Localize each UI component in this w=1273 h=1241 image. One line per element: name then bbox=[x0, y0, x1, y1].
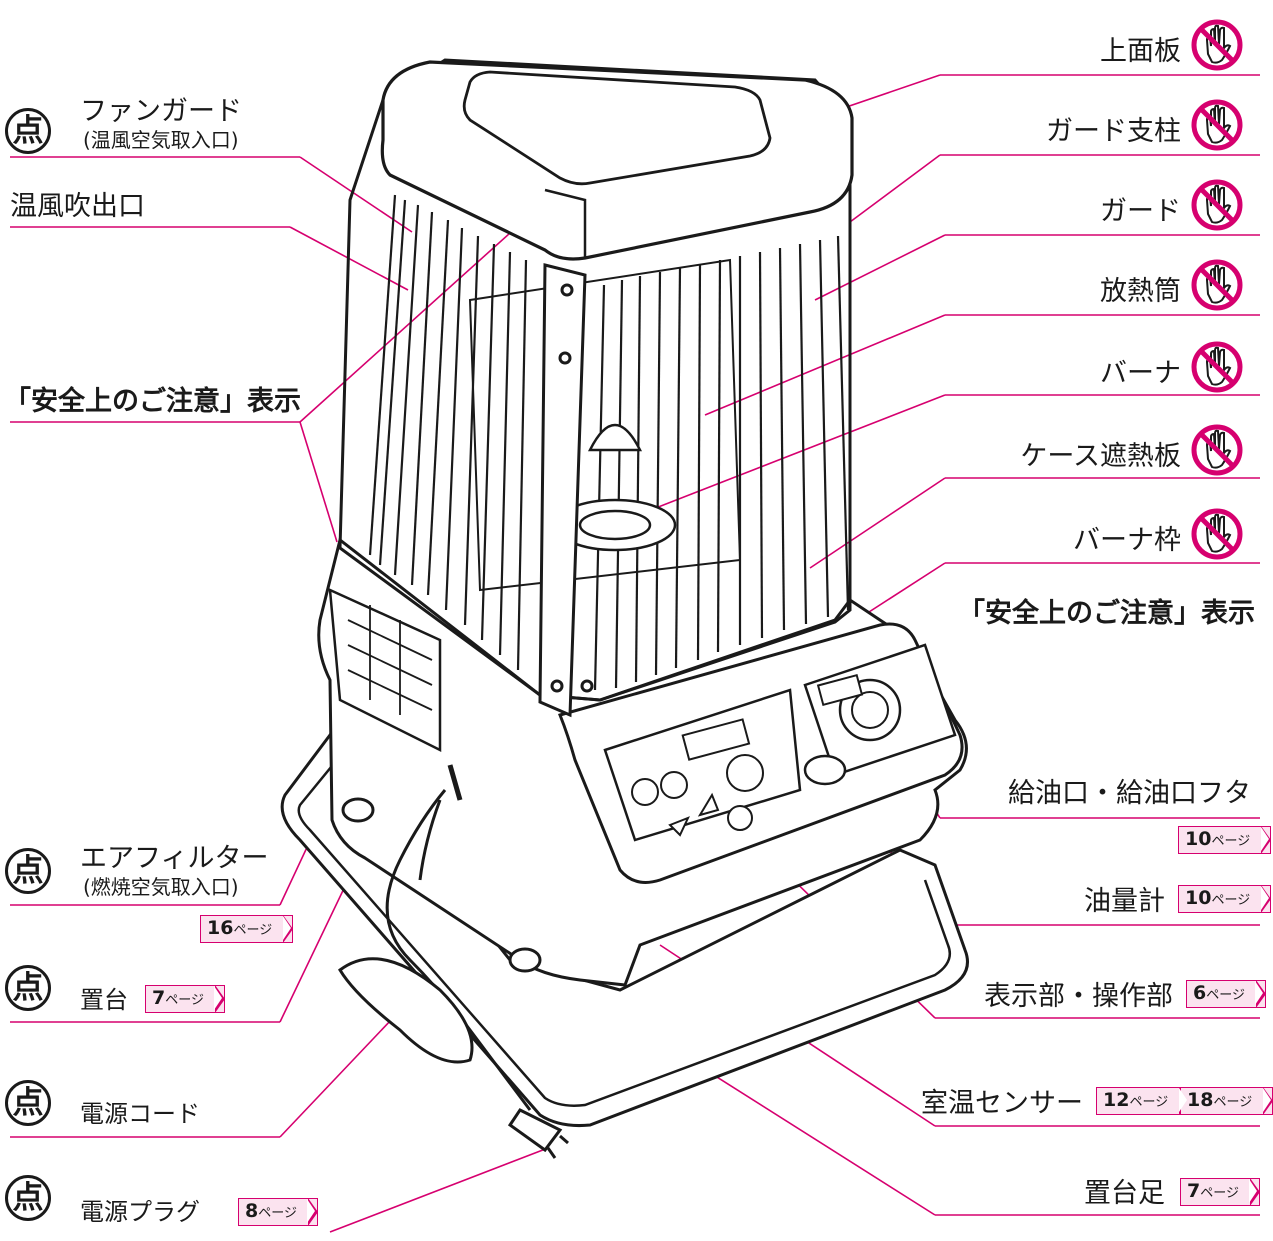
label-room-sensor: 室温センサー bbox=[921, 1088, 1083, 1119]
page-ref-suffix: ページ bbox=[1211, 834, 1251, 849]
page-ref-suffix: ページ bbox=[1129, 1095, 1169, 1110]
inspect-badge-icon: 点 bbox=[5, 1175, 51, 1221]
label-stand: 置台 bbox=[80, 986, 128, 1014]
no-touch-hand-icon bbox=[1191, 508, 1243, 560]
label-fan-guard: ファンガード bbox=[80, 96, 242, 127]
page-ref-number: 12 bbox=[1103, 1089, 1130, 1111]
label-oil-gauge: 油量計 bbox=[1084, 886, 1165, 917]
page-ref-number: 10 bbox=[1185, 828, 1212, 850]
page-ref-fuel-inlet[interactable]: 10ページ bbox=[1178, 825, 1272, 854]
inspect-badge-icon: 点 bbox=[5, 848, 51, 894]
label-top-plate: 上面板 bbox=[1100, 36, 1181, 67]
page-ref-power-plug[interactable]: 8ページ bbox=[238, 1197, 318, 1226]
label-safety-notice-right: 「安全上のご注意」表示 bbox=[958, 598, 1255, 629]
label-power-cord: 電源コード bbox=[80, 1100, 200, 1128]
page-ref-air-filter[interactable]: 16ページ bbox=[200, 914, 294, 943]
page-ref-number: 16 bbox=[207, 917, 234, 939]
page-ref-suffix: ページ bbox=[1206, 988, 1245, 1003]
label-radiator-tube: 放熱筒 bbox=[1100, 276, 1181, 307]
page-ref-suffix: ページ bbox=[1200, 1186, 1239, 1201]
label-safety-notice-left: 「安全上のご注意」表示 bbox=[4, 386, 301, 417]
page-ref-number: 7 bbox=[152, 987, 166, 1009]
label-fan-guard-sub: (温風空気取入口) bbox=[83, 128, 239, 152]
no-touch-hand-icon bbox=[1191, 424, 1243, 476]
label-air-filter-sub: (燃焼空気取入口) bbox=[83, 875, 239, 899]
label-burner-frame: バーナ枠 bbox=[1073, 525, 1181, 556]
page-ref-number: 6 bbox=[1193, 982, 1207, 1004]
page-ref-stand[interactable]: 7ページ bbox=[145, 984, 225, 1013]
no-touch-hand-icon bbox=[1191, 259, 1243, 311]
page-ref-suffix: ページ bbox=[1213, 1095, 1253, 1110]
label-burner: バーナ bbox=[1100, 358, 1181, 389]
inspect-badge-icon: 点 bbox=[5, 1080, 51, 1126]
page-ref-room-sensor-1[interactable]: 12ページ bbox=[1096, 1086, 1190, 1115]
page-ref-suffix: ページ bbox=[258, 1206, 297, 1221]
page-ref-display-panel[interactable]: 6ページ bbox=[1186, 979, 1266, 1008]
label-fuel-inlet: 給油口・給油口フタ bbox=[1008, 778, 1251, 809]
label-guard: ガード bbox=[1100, 196, 1181, 227]
no-touch-hand-icon bbox=[1191, 19, 1243, 71]
label-guard-post: ガード支柱 bbox=[1046, 116, 1181, 147]
no-touch-hand-icon bbox=[1191, 341, 1243, 393]
page-ref-number: 18 bbox=[1187, 1089, 1214, 1111]
page-ref-suffix: ページ bbox=[1211, 893, 1251, 908]
no-touch-hand-icon bbox=[1191, 179, 1243, 231]
page-ref-number: 8 bbox=[245, 1200, 259, 1222]
page-ref-suffix: ページ bbox=[233, 923, 273, 938]
page-ref-room-sensor-2[interactable]: 18ページ bbox=[1180, 1086, 1273, 1115]
page-ref-number: 10 bbox=[1185, 887, 1212, 909]
inspect-badge-icon: 点 bbox=[5, 108, 51, 154]
label-air-filter: エアフィルター bbox=[80, 843, 269, 874]
inspect-badge-icon: 点 bbox=[5, 965, 51, 1011]
page-ref-number: 7 bbox=[1187, 1180, 1201, 1202]
label-stand-foot: 置台足 bbox=[1084, 1178, 1165, 1209]
no-touch-hand-icon bbox=[1191, 99, 1243, 151]
page-ref-oil-gauge[interactable]: 10ページ bbox=[1178, 884, 1272, 913]
label-display-panel: 表示部・操作部 bbox=[984, 981, 1173, 1012]
label-power-plug: 電源プラグ bbox=[80, 1198, 200, 1226]
label-warm-air-outlet: 温風吹出口 bbox=[10, 191, 145, 222]
label-case-heat-shield: ケース遮熱板 bbox=[1020, 441, 1181, 472]
page-ref-stand-foot[interactable]: 7ページ bbox=[1180, 1177, 1260, 1206]
page-ref-suffix: ページ bbox=[165, 993, 204, 1008]
